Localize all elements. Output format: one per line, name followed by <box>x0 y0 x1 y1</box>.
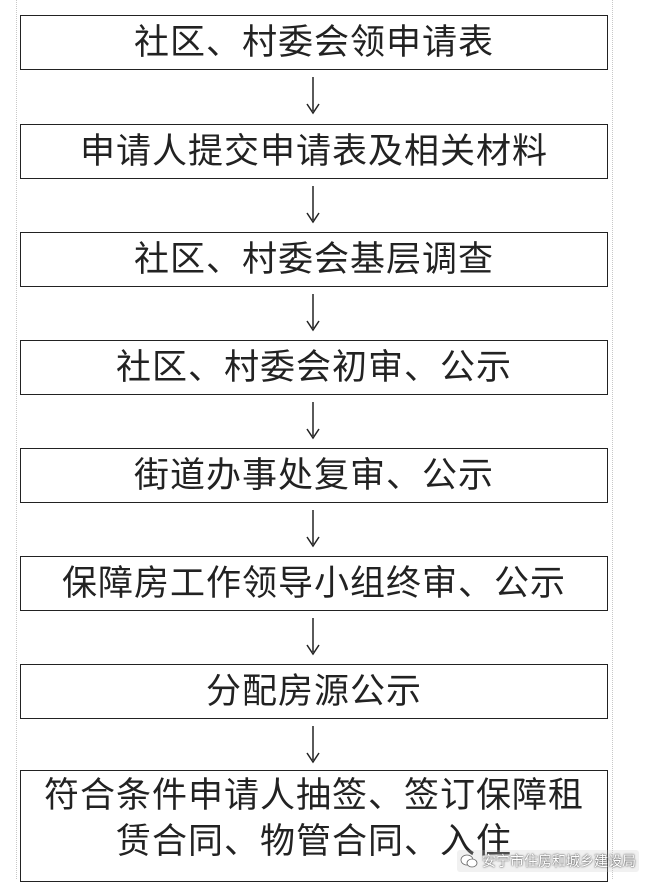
arrow-down-icon <box>306 402 320 440</box>
arrow-down-icon <box>306 726 320 764</box>
flow-step-6: 保障房工作领导小组终审、公示 <box>20 556 608 611</box>
watermark-text: 安宁市住房和城乡建设局 <box>482 854 636 870</box>
arrow-down-icon <box>306 186 320 224</box>
flow-step-5: 街道办事处复审、公示 <box>20 448 608 503</box>
flow-step-2-label: 申请人提交申请表及相关材料 <box>79 131 548 172</box>
flow-step-8-label: 符合条件申请人抽签、签订保障租赁合同、物管合同、入住 <box>43 776 584 862</box>
watermark: 安宁市住房和城乡建设局 <box>457 850 639 872</box>
flow-step-2: 申请人提交申请表及相关材料 <box>20 124 608 179</box>
flow-step-3: 社区、村委会基层调查 <box>20 232 608 287</box>
flow-step-1-label: 社区、村委会领申请表 <box>133 22 494 63</box>
flow-step-8: 符合条件申请人抽签、签订保障租赁合同、物管合同、入住 <box>20 770 608 882</box>
arrow-down-icon <box>306 618 320 656</box>
guide-line-left <box>16 0 17 879</box>
flow-step-4-label: 社区、村委会初审、公示 <box>115 347 512 388</box>
flow-step-7: 分配房源公示 <box>20 664 608 719</box>
arrow-down-icon <box>306 510 320 548</box>
guide-line-right <box>612 0 613 879</box>
flow-step-1: 社区、村委会领申请表 <box>20 15 608 70</box>
flow-step-4: 社区、村委会初审、公示 <box>20 340 608 395</box>
flow-step-7-label: 分配房源公示 <box>205 671 422 712</box>
arrow-down-icon <box>306 294 320 332</box>
arrow-down-icon <box>306 77 320 115</box>
wechat-icon <box>460 854 478 868</box>
flow-step-5-label: 街道办事处复审、公示 <box>133 455 494 496</box>
flow-step-6-label: 保障房工作领导小组终审、公示 <box>61 563 566 604</box>
flow-step-3-label: 社区、村委会基层调查 <box>133 239 494 280</box>
